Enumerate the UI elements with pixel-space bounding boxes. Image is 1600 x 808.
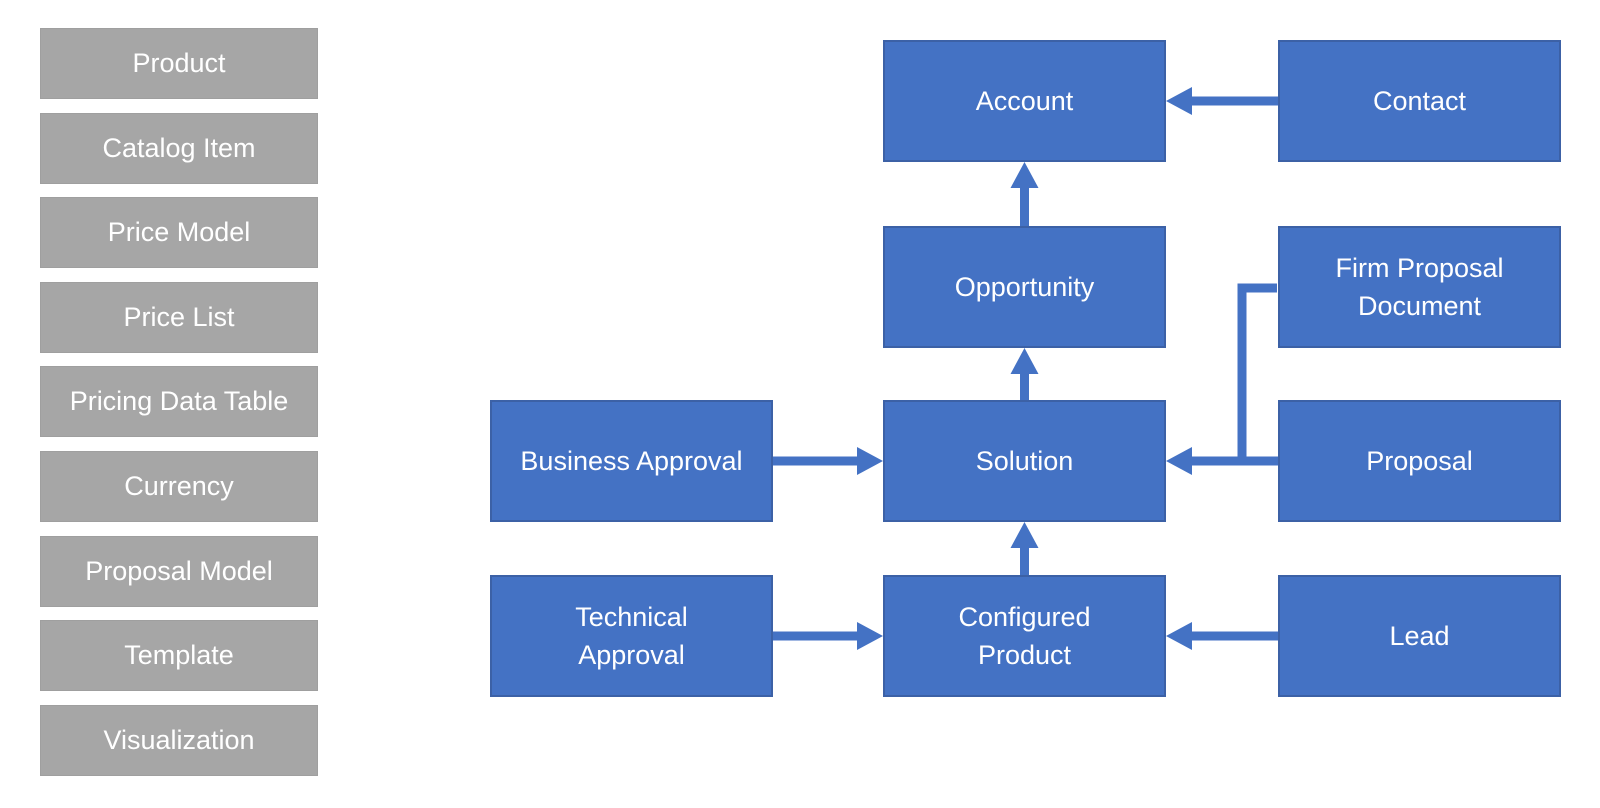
node-configured-product: Configured Product [883, 575, 1166, 697]
node-contact: Contact [1278, 40, 1561, 162]
legend-item-pricing-data-table: Pricing Data Table [40, 366, 318, 437]
legend-item-currency: Currency [40, 451, 318, 522]
connector-firm-proposal-document-to-solution [1237, 283, 1277, 461]
legend-item-visualization: Visualization [40, 705, 318, 776]
arrow-configured-product-to-solution [1010, 522, 1039, 575]
node-business-approval: Business Approval [490, 400, 773, 522]
arrow-lead-to-configured-product [1166, 622, 1278, 650]
arrow-proposal-to-solution [1166, 447, 1278, 475]
node-opportunity: Opportunity [883, 226, 1166, 348]
node-lead: Lead [1278, 575, 1561, 697]
legend-item-proposal-model: Proposal Model [40, 536, 318, 607]
arrow-opportunity-to-account [1010, 162, 1039, 226]
legend-item-price-list: Price List [40, 282, 318, 353]
legend-item-product: Product [40, 28, 318, 99]
node-proposal: Proposal [1278, 400, 1561, 522]
arrow-business-approval-to-solution [772, 447, 883, 475]
arrow-solution-to-opportunity [1010, 348, 1039, 400]
arrow-contact-to-account [1166, 87, 1278, 115]
legend-item-catalog-item: Catalog Item [40, 113, 318, 184]
node-solution: Solution [883, 400, 1166, 522]
legend-item-price-model: Price Model [40, 197, 318, 268]
arrow-technical-approval-to-configured-product [772, 622, 883, 650]
node-firm-proposal-document: Firm Proposal Document [1278, 226, 1561, 348]
node-account: Account [883, 40, 1166, 162]
legend-item-template: Template [40, 620, 318, 691]
node-technical-approval: Technical Approval [490, 575, 773, 697]
